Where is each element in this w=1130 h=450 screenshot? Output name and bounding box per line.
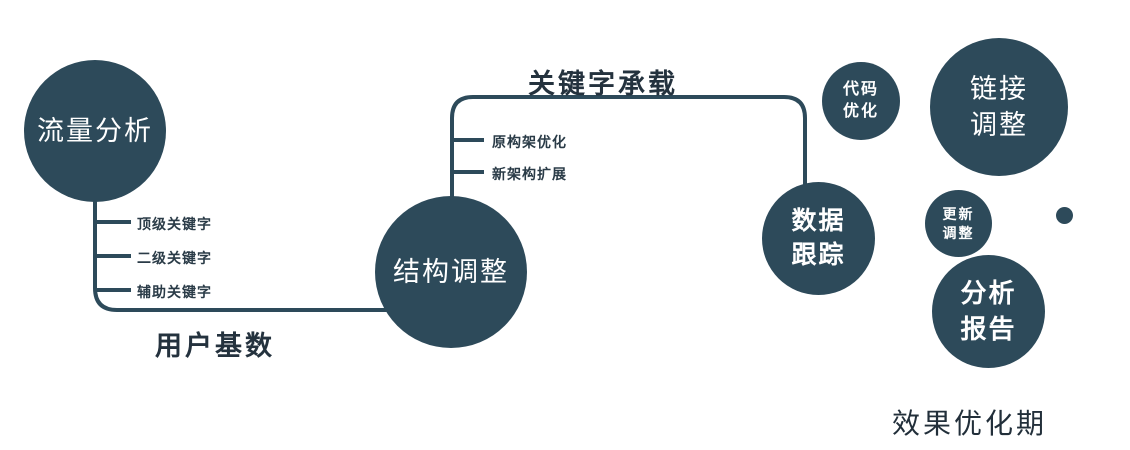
branch-label-arch-expansion: 新架构扩展 — [492, 166, 567, 182]
edge-label-keyword-carry: 关键字承载 — [528, 69, 678, 99]
node-label: 流量分析 — [37, 115, 153, 146]
node-label: 链接调整 — [970, 73, 1028, 140]
branch-label-second-keywords: 二级关键字 — [137, 250, 212, 266]
node-code-optimization: 代码优化 — [822, 62, 900, 140]
edge-label-user-base: 用户基数 — [155, 331, 275, 361]
node-label: 结构调整 — [393, 256, 509, 287]
node-label: 分析报告 — [960, 278, 1017, 344]
node-traffic-analysis: 流量分析 — [24, 60, 166, 202]
branch-label-aux-keywords: 辅助关键字 — [137, 284, 212, 300]
node-structure-adjustment: 结构调整 — [375, 196, 527, 348]
branch-label-arch-optimization: 原构架优化 — [492, 134, 567, 150]
node-analysis-report: 分析报告 — [932, 255, 1045, 368]
node-update-adjustment: 更新调整 — [925, 190, 992, 257]
path-structure-to-data — [450, 95, 807, 200]
node-label: 更新调整 — [942, 205, 975, 241]
node-label: 代码优化 — [842, 81, 879, 120]
node-label: 数据跟踪 — [791, 206, 846, 269]
branch-label-top-keywords: 顶级关键字 — [137, 216, 212, 232]
node-data-tracking: 数据跟踪 — [762, 182, 875, 295]
node-link-adjustment: 链接调整 — [930, 38, 1068, 176]
dot-marker — [1056, 207, 1073, 224]
caption-effect-optimization-period: 效果优化期 — [892, 408, 1048, 439]
